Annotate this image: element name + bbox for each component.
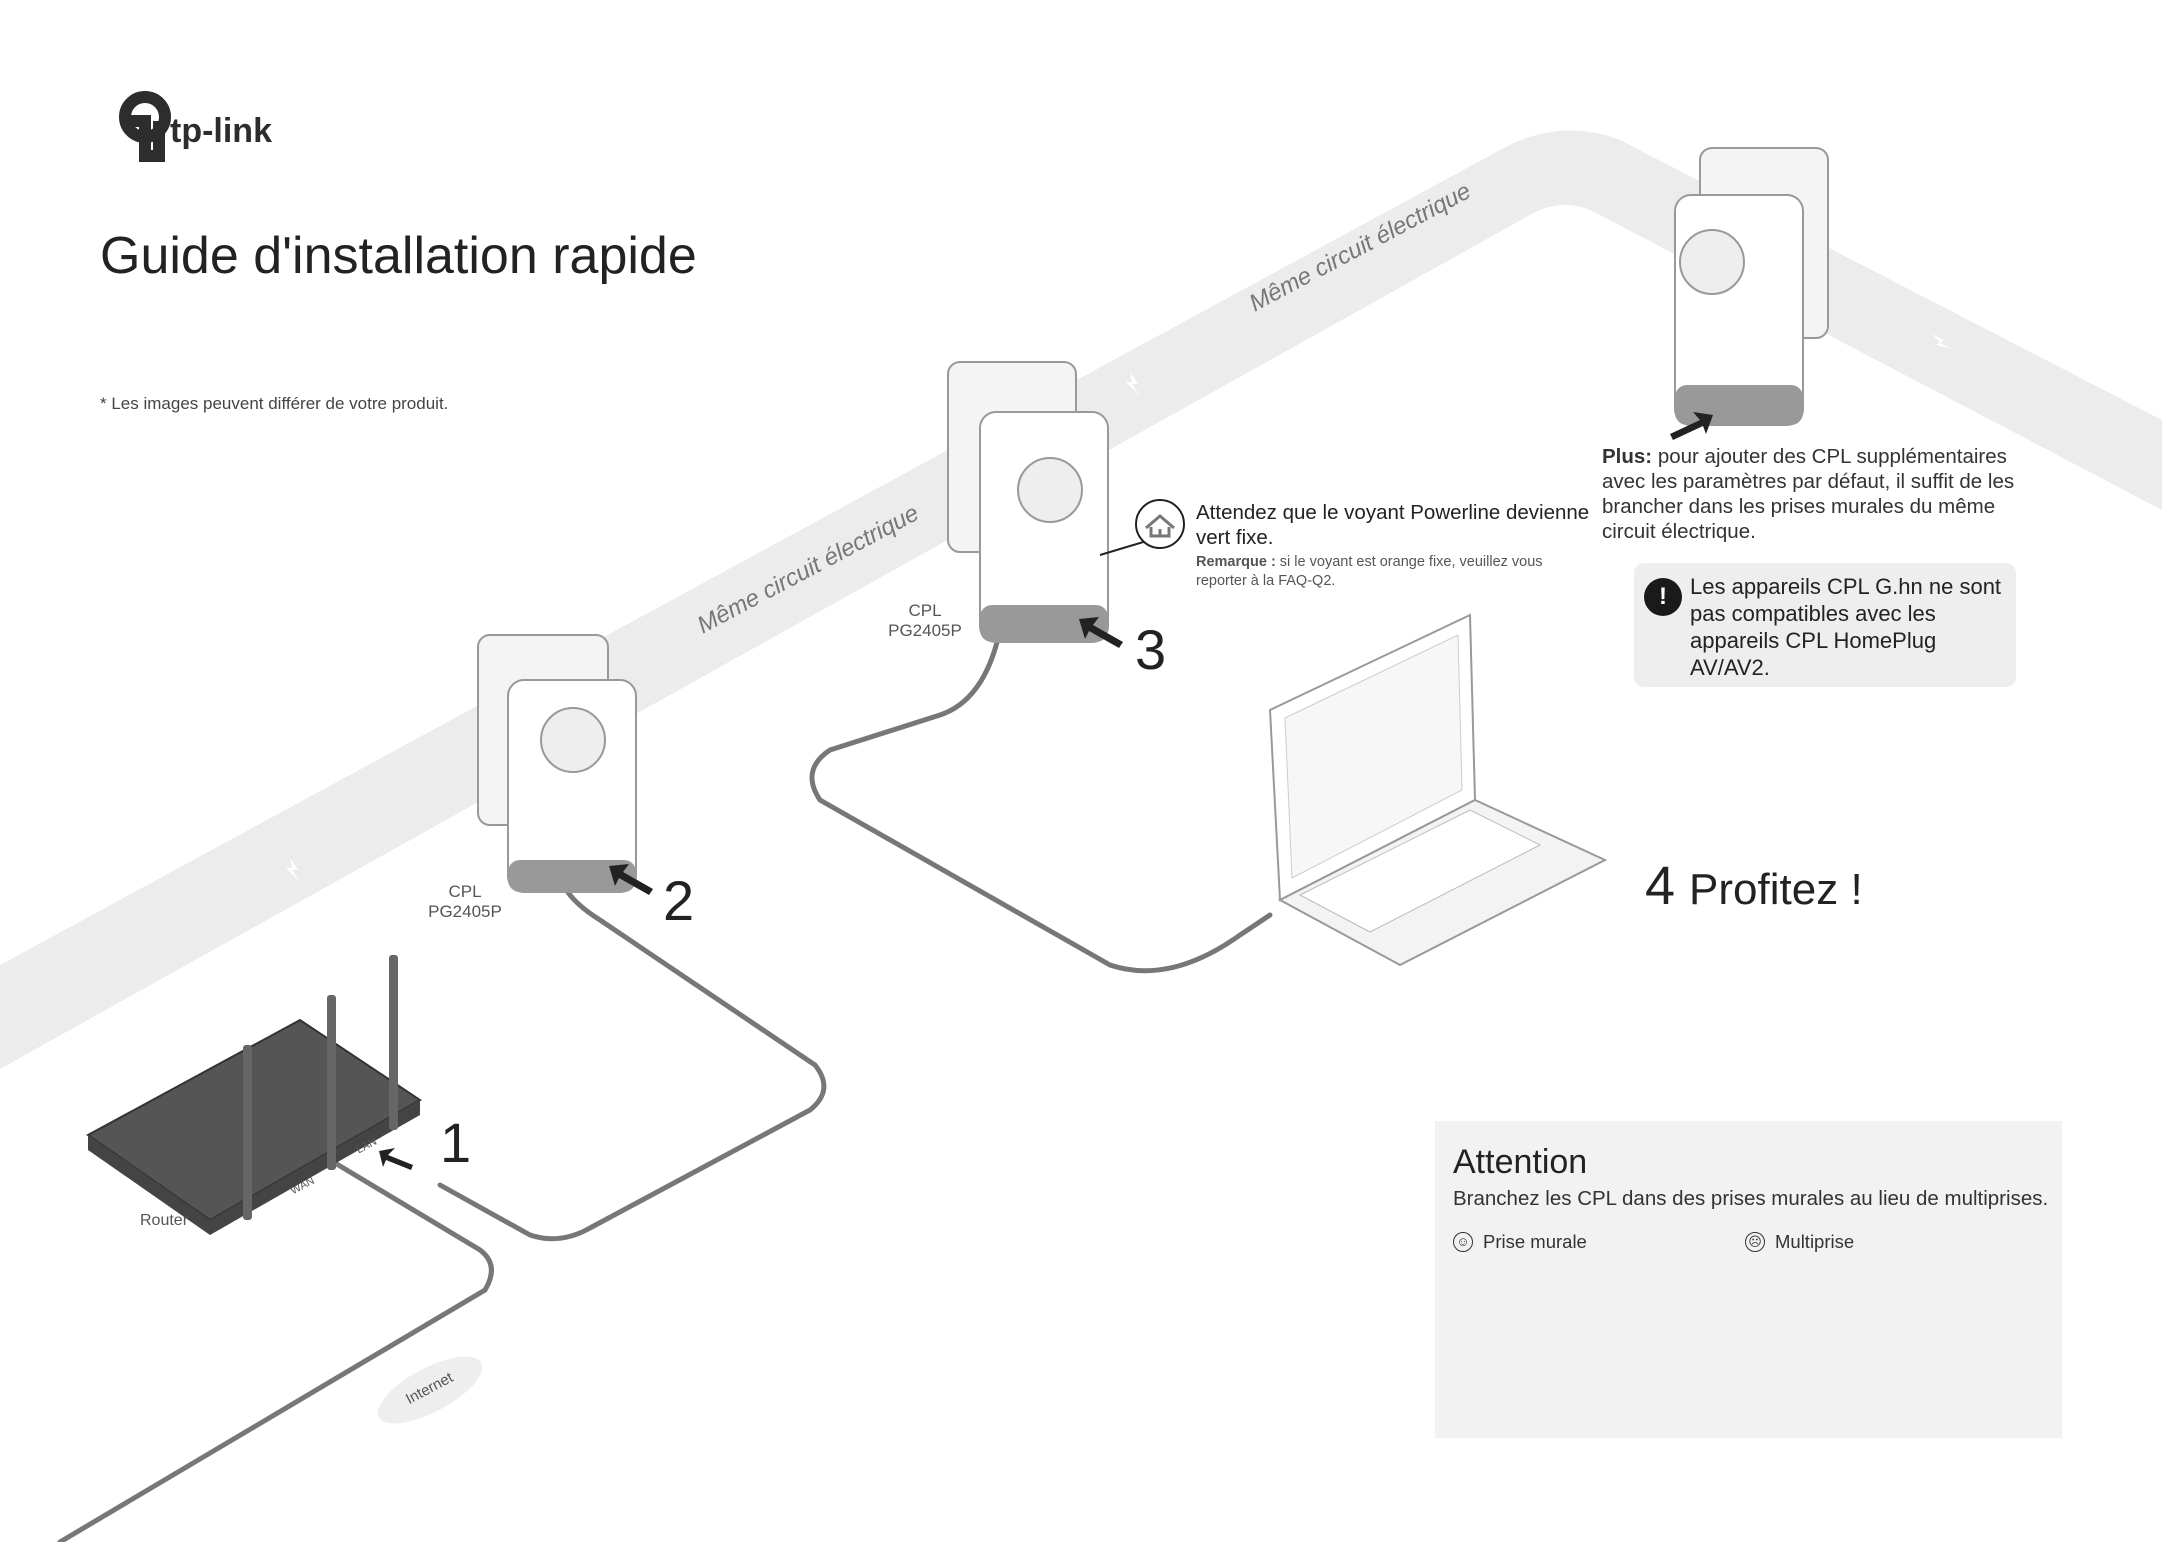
cpl-adapter-2 (947, 361, 1151, 643)
router (86, 955, 422, 1235)
cpl-adapter-3 (1674, 147, 1829, 426)
plus-note: Plus: pour ajouter des CPL supplémentair… (1602, 445, 2015, 543)
brand-logo-text: tp-link (170, 112, 272, 150)
lightning-icon (286, 334, 1952, 882)
laptop (1268, 613, 1608, 967)
tp-link-logo (119, 91, 171, 162)
attention-title: Attention (1453, 1143, 1588, 1181)
exclamation-icon: ! (1644, 578, 1682, 616)
arrow-icon (379, 412, 1713, 1170)
attention-box: Attention Branchez les CPL dans des pris… (1435, 1121, 2062, 1438)
step-1-number: 1 (440, 1111, 472, 1174)
footnote: * Les images peuvent différer de votre p… (100, 394, 449, 413)
step-2-number: 2 (663, 869, 695, 932)
page-title: Guide d'installation rapide (100, 227, 697, 285)
compatibility-warning: ! Les appareils CPL G.hn ne sont pas com… (1634, 563, 2016, 687)
cpl-adapter-1 (477, 634, 637, 893)
internet-cloud (377, 1356, 483, 1424)
step-3-note: Remarque : si le voyant est orange fixe,… (1196, 554, 1543, 589)
cable-cpl2-laptop (809, 627, 1273, 974)
internet-cable (57, 1157, 494, 1542)
cable-router-cpl1 (437, 867, 827, 1242)
frown-icon: ☹ (1745, 1232, 1765, 1252)
smiley-icon: ☺ (1453, 1232, 1473, 1252)
step-3-instructions: Attendez que le voyant Powerline devienn… (1196, 500, 1596, 591)
step-3-number: 3 (1135, 618, 1167, 681)
attention-text: Branchez les CPL dans des prises murales… (1453, 1187, 2049, 1210)
power-strip-label: ☹Multiprise (1745, 1231, 1854, 1253)
warning-text: Les appareils CPL G.hn ne sont pas compa… (1690, 574, 2002, 680)
powerline-led-house-icon (1135, 499, 1185, 549)
wall-outlet-label: ☺Prise murale (1453, 1231, 1587, 1253)
router-label: Router (140, 1212, 189, 1229)
step-3-text: Attendez que le voyant Powerline devienn… (1196, 501, 1590, 549)
